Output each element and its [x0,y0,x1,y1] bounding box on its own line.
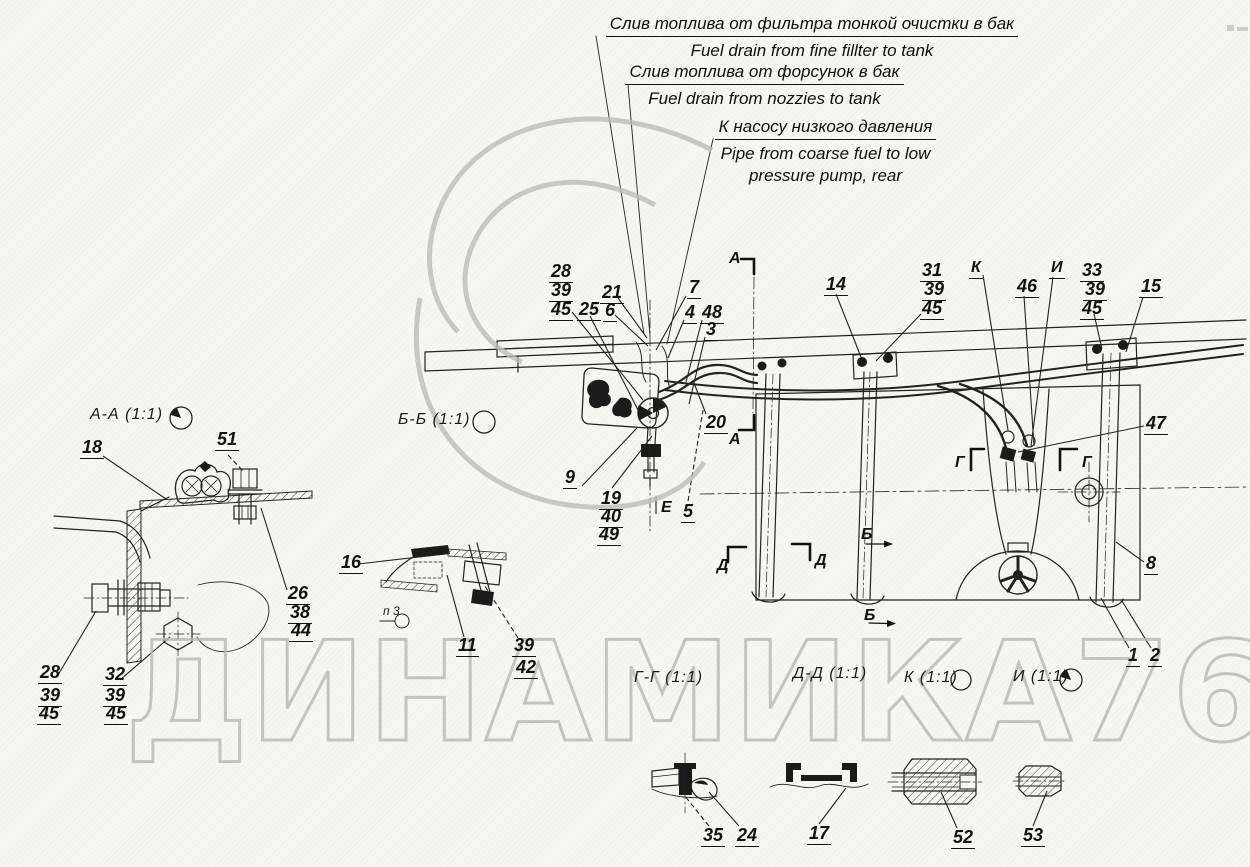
leader-line-24 [708,791,740,827]
leader-line-И [1030,276,1054,447]
leader-line-К [982,274,1009,431]
section-view-circle [1059,668,1083,692]
detail-bb-bracket [379,542,507,629]
label-low-pressure-pump: К насосу низкого давления Pipe from coar… [698,116,953,186]
detail-hose-sleeve [887,758,983,805]
leader-line-2 [1121,600,1152,649]
watermark-text: ДИНАМИКА76 [125,612,1250,773]
section-view-circle-wedge [1061,670,1071,680]
leader-line-53 [1032,790,1048,827]
label-fuel-drain-nozzles: Слив топлива от форсунок в бак Fuel drai… [597,61,932,110]
leader-line-32 [120,636,171,680]
fuel-tank [699,384,1247,601]
leader-line-3 [688,336,706,405]
leader-line-11 [446,574,465,638]
fuel-pump-assembly [581,35,759,533]
leader-line-17 [818,787,847,825]
leader-line-14 [835,293,862,358]
corner-mark [1227,25,1234,31]
leader-line-48 [685,319,703,383]
tank-straps [751,337,1138,608]
leader-line-6 [614,314,649,347]
leader-line-15 [1125,296,1144,353]
leader-line-47 [1017,425,1145,453]
detail-aa-pipe-clamp [53,461,313,664]
leader-line-18 [102,455,167,500]
leader-line-33 [1093,313,1103,350]
leader-line-35 [683,794,710,827]
leader-line-9 [581,427,638,487]
leader-line-21 [617,297,648,339]
section-view-circle-wedge [171,408,181,418]
line-art-layer [53,35,1247,814]
detail-clip-bolt [651,752,718,814]
leader-line-19 [611,435,653,489]
detail-saddle-clamp [769,763,869,789]
watermark-layer: ДИНАМИКА76 [124,25,1250,775]
leader-line-7 [655,295,687,351]
section-plane-marks [726,257,1079,627]
fuel-lines [664,344,1244,493]
detail-grommet [1012,765,1068,797]
watermark-swirl-logo [413,116,714,510]
leader-line-8 [1115,541,1145,563]
section-view-circle [472,410,496,434]
leader-line-28 [571,311,644,401]
section-view-circle [950,669,972,691]
leader-line-4 [667,319,685,359]
leader-line-28 [57,610,97,676]
leader-lines-layer [57,274,1152,829]
leader-line-1 [1100,597,1130,649]
leader-line-5 [687,409,704,502]
label-ru: Слив топлива от фильтра тонкой очистки в… [605,13,1019,38]
label-ru: К насосу низкого давления [714,116,937,141]
leader-line-26 [260,507,288,591]
label-en2: pressure pump, rear [748,165,903,185]
leader-line-16 [357,553,446,565]
label-ru: Слив топлива от форсунок в бак [625,61,904,86]
leader-line-51 [227,454,244,472]
corner-mark [1237,27,1248,31]
leader-line-52 [940,791,958,829]
leader-line-39 [482,582,519,639]
leader-line-20 [693,382,707,415]
label-en: Pipe from coarse fuel to low [720,144,931,164]
fuel-sender-port [1057,461,1121,523]
label-en: Fuel drain from nozzies to tank [648,89,881,109]
drain-tap [998,542,1038,595]
section-view-circle [169,406,193,430]
leader-line-25 [589,315,639,411]
leader-line-31 [875,313,922,362]
label-en: Fuel drain from fine fillter to tank [690,41,934,61]
leader-line-46 [1023,295,1035,447]
label-fuel-drain-fine-filter: Слив топлива от фильтра тонкой очистки в… [578,13,1046,62]
